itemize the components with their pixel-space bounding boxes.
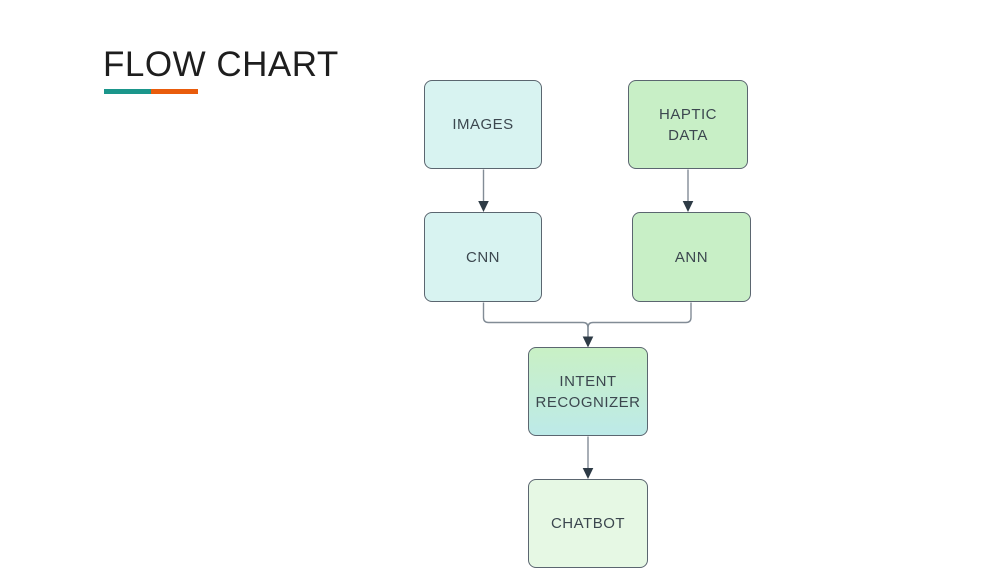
arrowhead-images-cnn xyxy=(478,201,489,212)
title-underline-teal-segment xyxy=(104,89,151,94)
node-label: CNN xyxy=(466,248,500,266)
arrowhead-merge-intent xyxy=(582,336,594,348)
node-label: INTENT RECOGNIZER xyxy=(535,372,641,411)
node-haptic-data: HAPTIC DATA xyxy=(628,80,748,169)
edge-ann-intent xyxy=(587,302,692,337)
node-label: ANN xyxy=(674,248,709,266)
node-intent-recognizer: INTENT RECOGNIZER xyxy=(528,347,648,436)
title-underline xyxy=(104,89,339,94)
edge-cnn-intent xyxy=(482,302,589,337)
node-chatbot: CHATBOT xyxy=(528,479,648,568)
slide-header: FLOW CHART xyxy=(103,44,339,94)
node-label: CHATBOT xyxy=(550,515,626,532)
page-title: FLOW CHART xyxy=(103,45,339,84)
arrowhead-haptic-ann xyxy=(682,201,694,212)
node-images: IMAGES xyxy=(424,80,542,169)
arrowhead-intent-chatbot xyxy=(582,468,594,479)
node-cnn: CNN xyxy=(424,212,542,302)
node-label: HAPTIC DATA xyxy=(658,105,717,144)
node-label: IMAGES xyxy=(452,116,514,133)
node-ann: ANN xyxy=(632,212,751,302)
title-underline-orange-segment xyxy=(151,89,198,94)
